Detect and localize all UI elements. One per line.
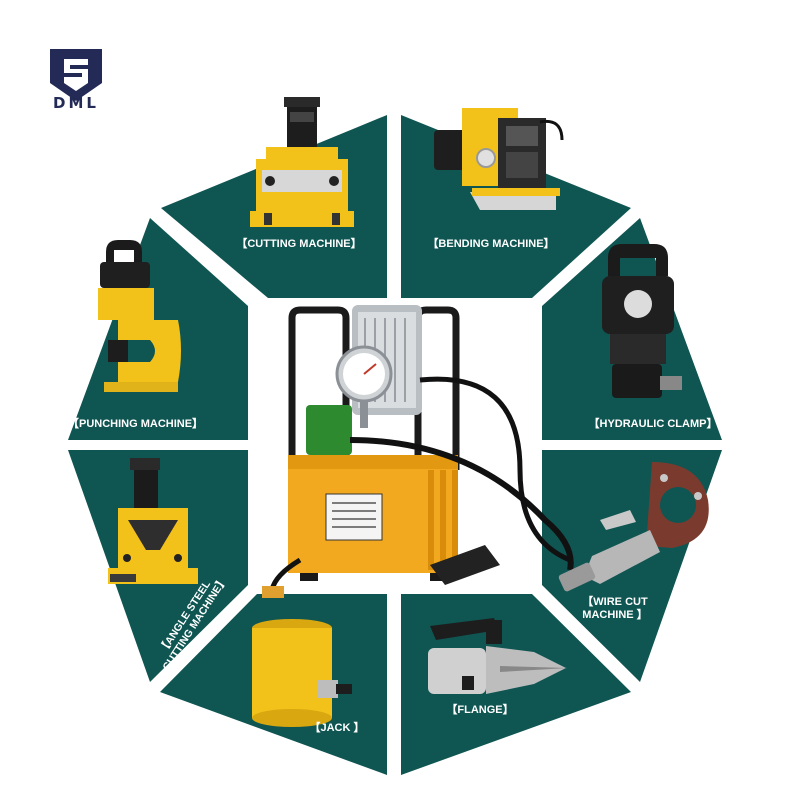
- hydraulic-clamp-icon: [602, 244, 682, 398]
- label-hydraulic-clamp: 【HYDRAULIC CLAMP】: [588, 418, 718, 430]
- angle-steel-cutter-icon: [108, 458, 198, 584]
- jack-icon: [252, 619, 352, 727]
- hydraulic-pump-icon: [262, 305, 574, 598]
- label-jack: 【JACK 】: [309, 722, 365, 734]
- label-cutting-machine: 【CUTTING MACHINE】: [236, 238, 362, 250]
- label-punching-machine: 【PUNCHING MACHINE】: [68, 418, 204, 430]
- label-wire-cut-line1: 【WIRE CUT: [582, 596, 648, 608]
- brand-logo-text: DML: [53, 94, 99, 112]
- wire-cutter-icon: [558, 462, 709, 592]
- dml-logo-icon: [50, 49, 102, 101]
- punching-machine-icon: [98, 240, 181, 392]
- label-wire-cut-line2: MACHINE 】: [582, 609, 648, 621]
- label-flange: 【FLANGE】: [446, 704, 514, 716]
- label-bending-machine: 【BENDING MACHINE】: [427, 238, 555, 250]
- flange-spreader-icon: [428, 618, 568, 694]
- cutting-machine-icon: [250, 97, 354, 227]
- bending-machine-icon: [434, 108, 564, 210]
